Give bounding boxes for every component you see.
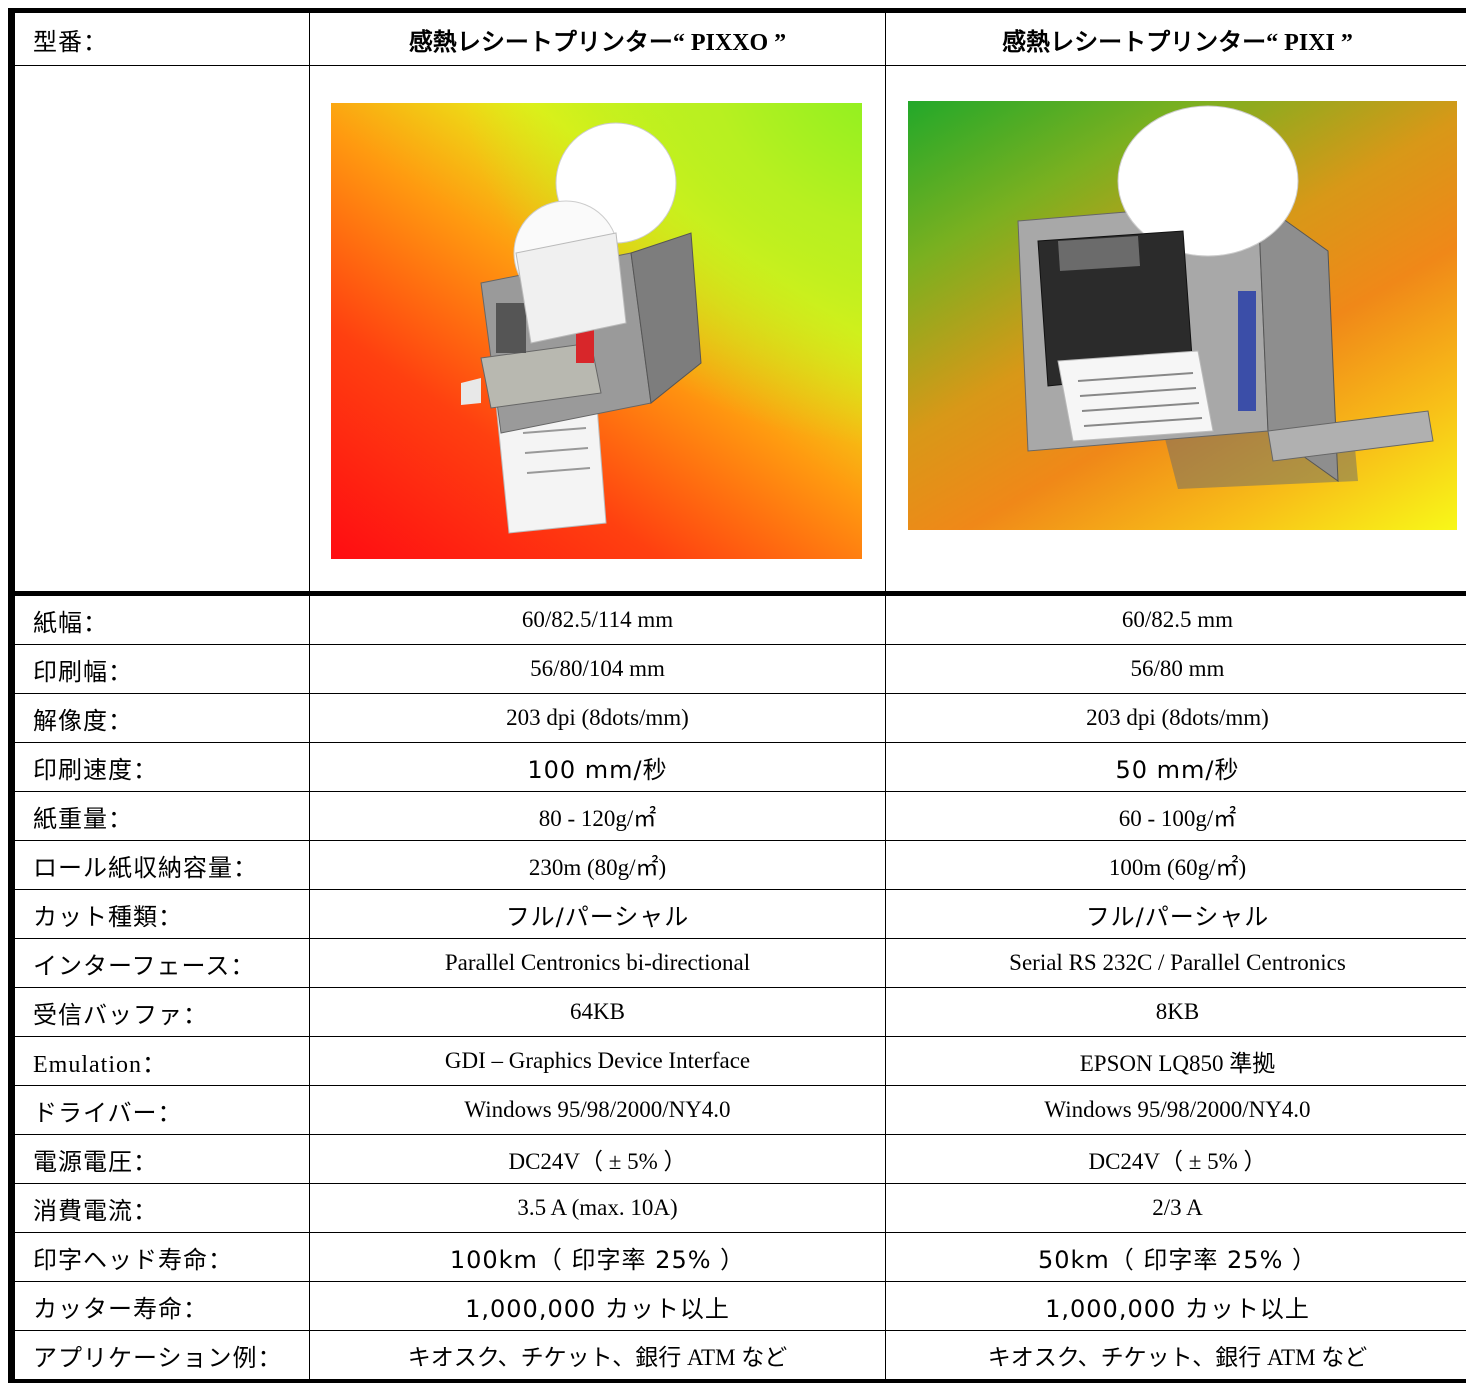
spec-row: カット種類：フル/パーシャルフル/パーシャル bbox=[8, 889, 1466, 939]
spec-label: 電源電圧： bbox=[8, 1134, 310, 1184]
pixxo-value: 60/82.5/114 mm bbox=[309, 591, 886, 645]
pixxo-photo-cell bbox=[309, 65, 886, 596]
spec-row: 解像度：203 dpi (8dots/mm)203 dpi (8dots/mm) bbox=[8, 693, 1466, 743]
pixxo-value: Parallel Centronics bi-directional bbox=[309, 938, 886, 988]
pixxo-value: 1,000,000 カット以上 bbox=[309, 1281, 886, 1331]
pixxo-value: フル/パーシャル bbox=[309, 889, 886, 939]
pixi-value: 60/82.5 mm bbox=[885, 591, 1466, 645]
pixxo-value: GDI – Graphics Device Interface bbox=[309, 1036, 886, 1086]
image-row bbox=[8, 65, 1466, 596]
spec-label: 紙幅： bbox=[8, 591, 310, 645]
model-label: 型番： bbox=[8, 8, 310, 66]
pixi-model-name: “ PIXI ” bbox=[1266, 29, 1353, 56]
spec-label: Emulation： bbox=[8, 1036, 310, 1086]
pixi-value: 100m (60g/㎡) bbox=[885, 840, 1466, 890]
pixi-header: 感熱レシートプリンター“ PIXI ” bbox=[885, 8, 1466, 66]
spec-label: カッター寿命： bbox=[8, 1281, 310, 1331]
pixi-value: Windows 95/98/2000/NY4.0 bbox=[885, 1085, 1466, 1135]
pixxo-value: 230m (80g/㎡) bbox=[309, 840, 886, 890]
spec-label: 印字ヘッド寿命： bbox=[8, 1232, 310, 1282]
pixxo-value: 100km（ 印字率 25% ） bbox=[309, 1232, 886, 1282]
spec-label: 受信バッファ： bbox=[8, 987, 310, 1037]
pixxo-product-name: 感熱レシートプリンター bbox=[408, 27, 673, 56]
pixi-value: DC24V（ ± 5% ） bbox=[885, 1134, 1466, 1184]
pixxo-value: 56/80/104 mm bbox=[309, 644, 886, 694]
pixi-product-name: 感熱レシートプリンター bbox=[1002, 27, 1267, 56]
spec-row: 消費電流：3.5 A (max. 10A)2/3 A bbox=[8, 1183, 1466, 1233]
spec-label: 紙重量： bbox=[8, 791, 310, 841]
pixi-value: EPSON LQ850 準拠 bbox=[885, 1036, 1466, 1086]
pixxo-value: Windows 95/98/2000/NY4.0 bbox=[309, 1085, 886, 1135]
spec-label: 印刷速度： bbox=[8, 742, 310, 792]
pixi-value: キオスク、チケット、銀行 ATM など bbox=[885, 1330, 1466, 1383]
pixi-photo-cell bbox=[885, 65, 1466, 596]
spec-label: 印刷幅： bbox=[8, 644, 310, 694]
pixxo-printer-photo bbox=[331, 103, 862, 559]
pixxo-printer-illustration bbox=[461, 122, 702, 534]
spec-label: ロール紙収納容量： bbox=[8, 840, 310, 890]
spec-row: インターフェース：Parallel Centronics bi-directio… bbox=[8, 938, 1466, 988]
pixi-value: 8KB bbox=[885, 987, 1466, 1037]
pixi-value: 203 dpi (8dots/mm) bbox=[885, 693, 1466, 743]
spec-row: 電源電圧：DC24V（ ± 5% ）DC24V（ ± 5% ） bbox=[8, 1134, 1466, 1184]
pixxo-value: キオスク、チケット、銀行 ATM など bbox=[309, 1330, 886, 1383]
spec-label: カット種類： bbox=[8, 889, 310, 939]
pixi-value: 1,000,000 カット以上 bbox=[885, 1281, 1466, 1331]
pixxo-value: 100 mm/秒 bbox=[309, 742, 886, 792]
pixi-value: 50 mm/秒 bbox=[885, 742, 1466, 792]
image-label-cell bbox=[8, 65, 310, 596]
pixi-value: Serial RS 232C / Parallel Centronics bbox=[885, 938, 1466, 988]
pixxo-value: 3.5 A (max. 10A) bbox=[309, 1183, 886, 1233]
spec-label: 解像度： bbox=[8, 693, 310, 743]
pixi-value: 2/3 A bbox=[885, 1183, 1466, 1233]
pixxo-value: 64KB bbox=[309, 987, 886, 1037]
pixxo-model-name: “ PIXXO ” bbox=[672, 29, 787, 56]
pixi-value: フル/パーシャル bbox=[885, 889, 1466, 939]
pixxo-value: 203 dpi (8dots/mm) bbox=[309, 693, 886, 743]
spec-label: 消費電流： bbox=[8, 1183, 310, 1233]
spec-row: 印字ヘッド寿命：100km（ 印字率 25% ）50km（ 印字率 25% ） bbox=[8, 1232, 1466, 1282]
spec-label: インターフェース： bbox=[8, 938, 310, 988]
spec-label: ドライバー： bbox=[8, 1085, 310, 1135]
pixxo-header: 感熱レシートプリンター“ PIXXO ” bbox=[309, 8, 886, 66]
pixi-value: 56/80 mm bbox=[885, 644, 1466, 694]
spec-label: アプリケーション例： bbox=[8, 1330, 310, 1383]
pixxo-value: 80 - 120g/㎡ bbox=[309, 791, 886, 841]
pixi-printer-illustration bbox=[1017, 105, 1434, 489]
spec-table: 型番： 感熱レシートプリンター“ PIXXO ” 感熱レシートプリンター“ PI… bbox=[8, 8, 1466, 1383]
spec-row: Emulation：GDI – Graphics Device Interfac… bbox=[8, 1036, 1466, 1086]
spec-row: ロール紙収納容量：230m (80g/㎡)100m (60g/㎡) bbox=[8, 840, 1466, 890]
header-row: 型番： 感熱レシートプリンター“ PIXXO ” 感熱レシートプリンター“ PI… bbox=[8, 8, 1466, 66]
pixxo-value: DC24V（ ± 5% ） bbox=[309, 1134, 886, 1184]
pixi-value: 50km（ 印字率 25% ） bbox=[885, 1232, 1466, 1282]
pixi-value: 60 - 100g/㎡ bbox=[885, 791, 1466, 841]
pixi-printer-photo bbox=[908, 101, 1457, 530]
spec-row: アプリケーション例：キオスク、チケット、銀行 ATM などキオスク、チケット、銀… bbox=[8, 1330, 1466, 1383]
